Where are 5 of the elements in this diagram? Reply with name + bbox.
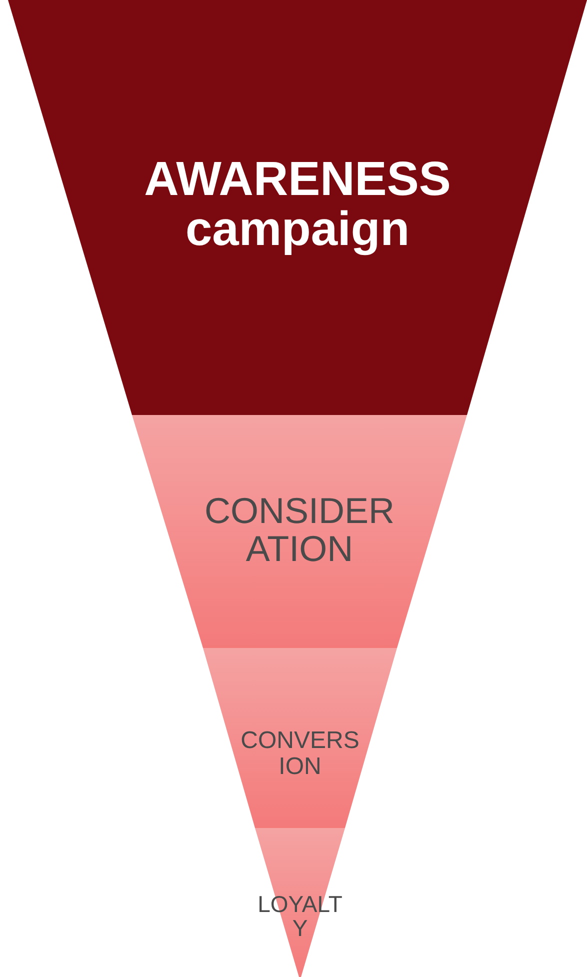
segment-label: CONVERSION [240, 728, 360, 781]
funnel-segment [8, 0, 587, 415]
segment-label: AWARENESS campaign [143, 155, 452, 256]
segment-label: CONSIDERATION [203, 492, 396, 568]
funnel-segment [255, 828, 345, 977]
